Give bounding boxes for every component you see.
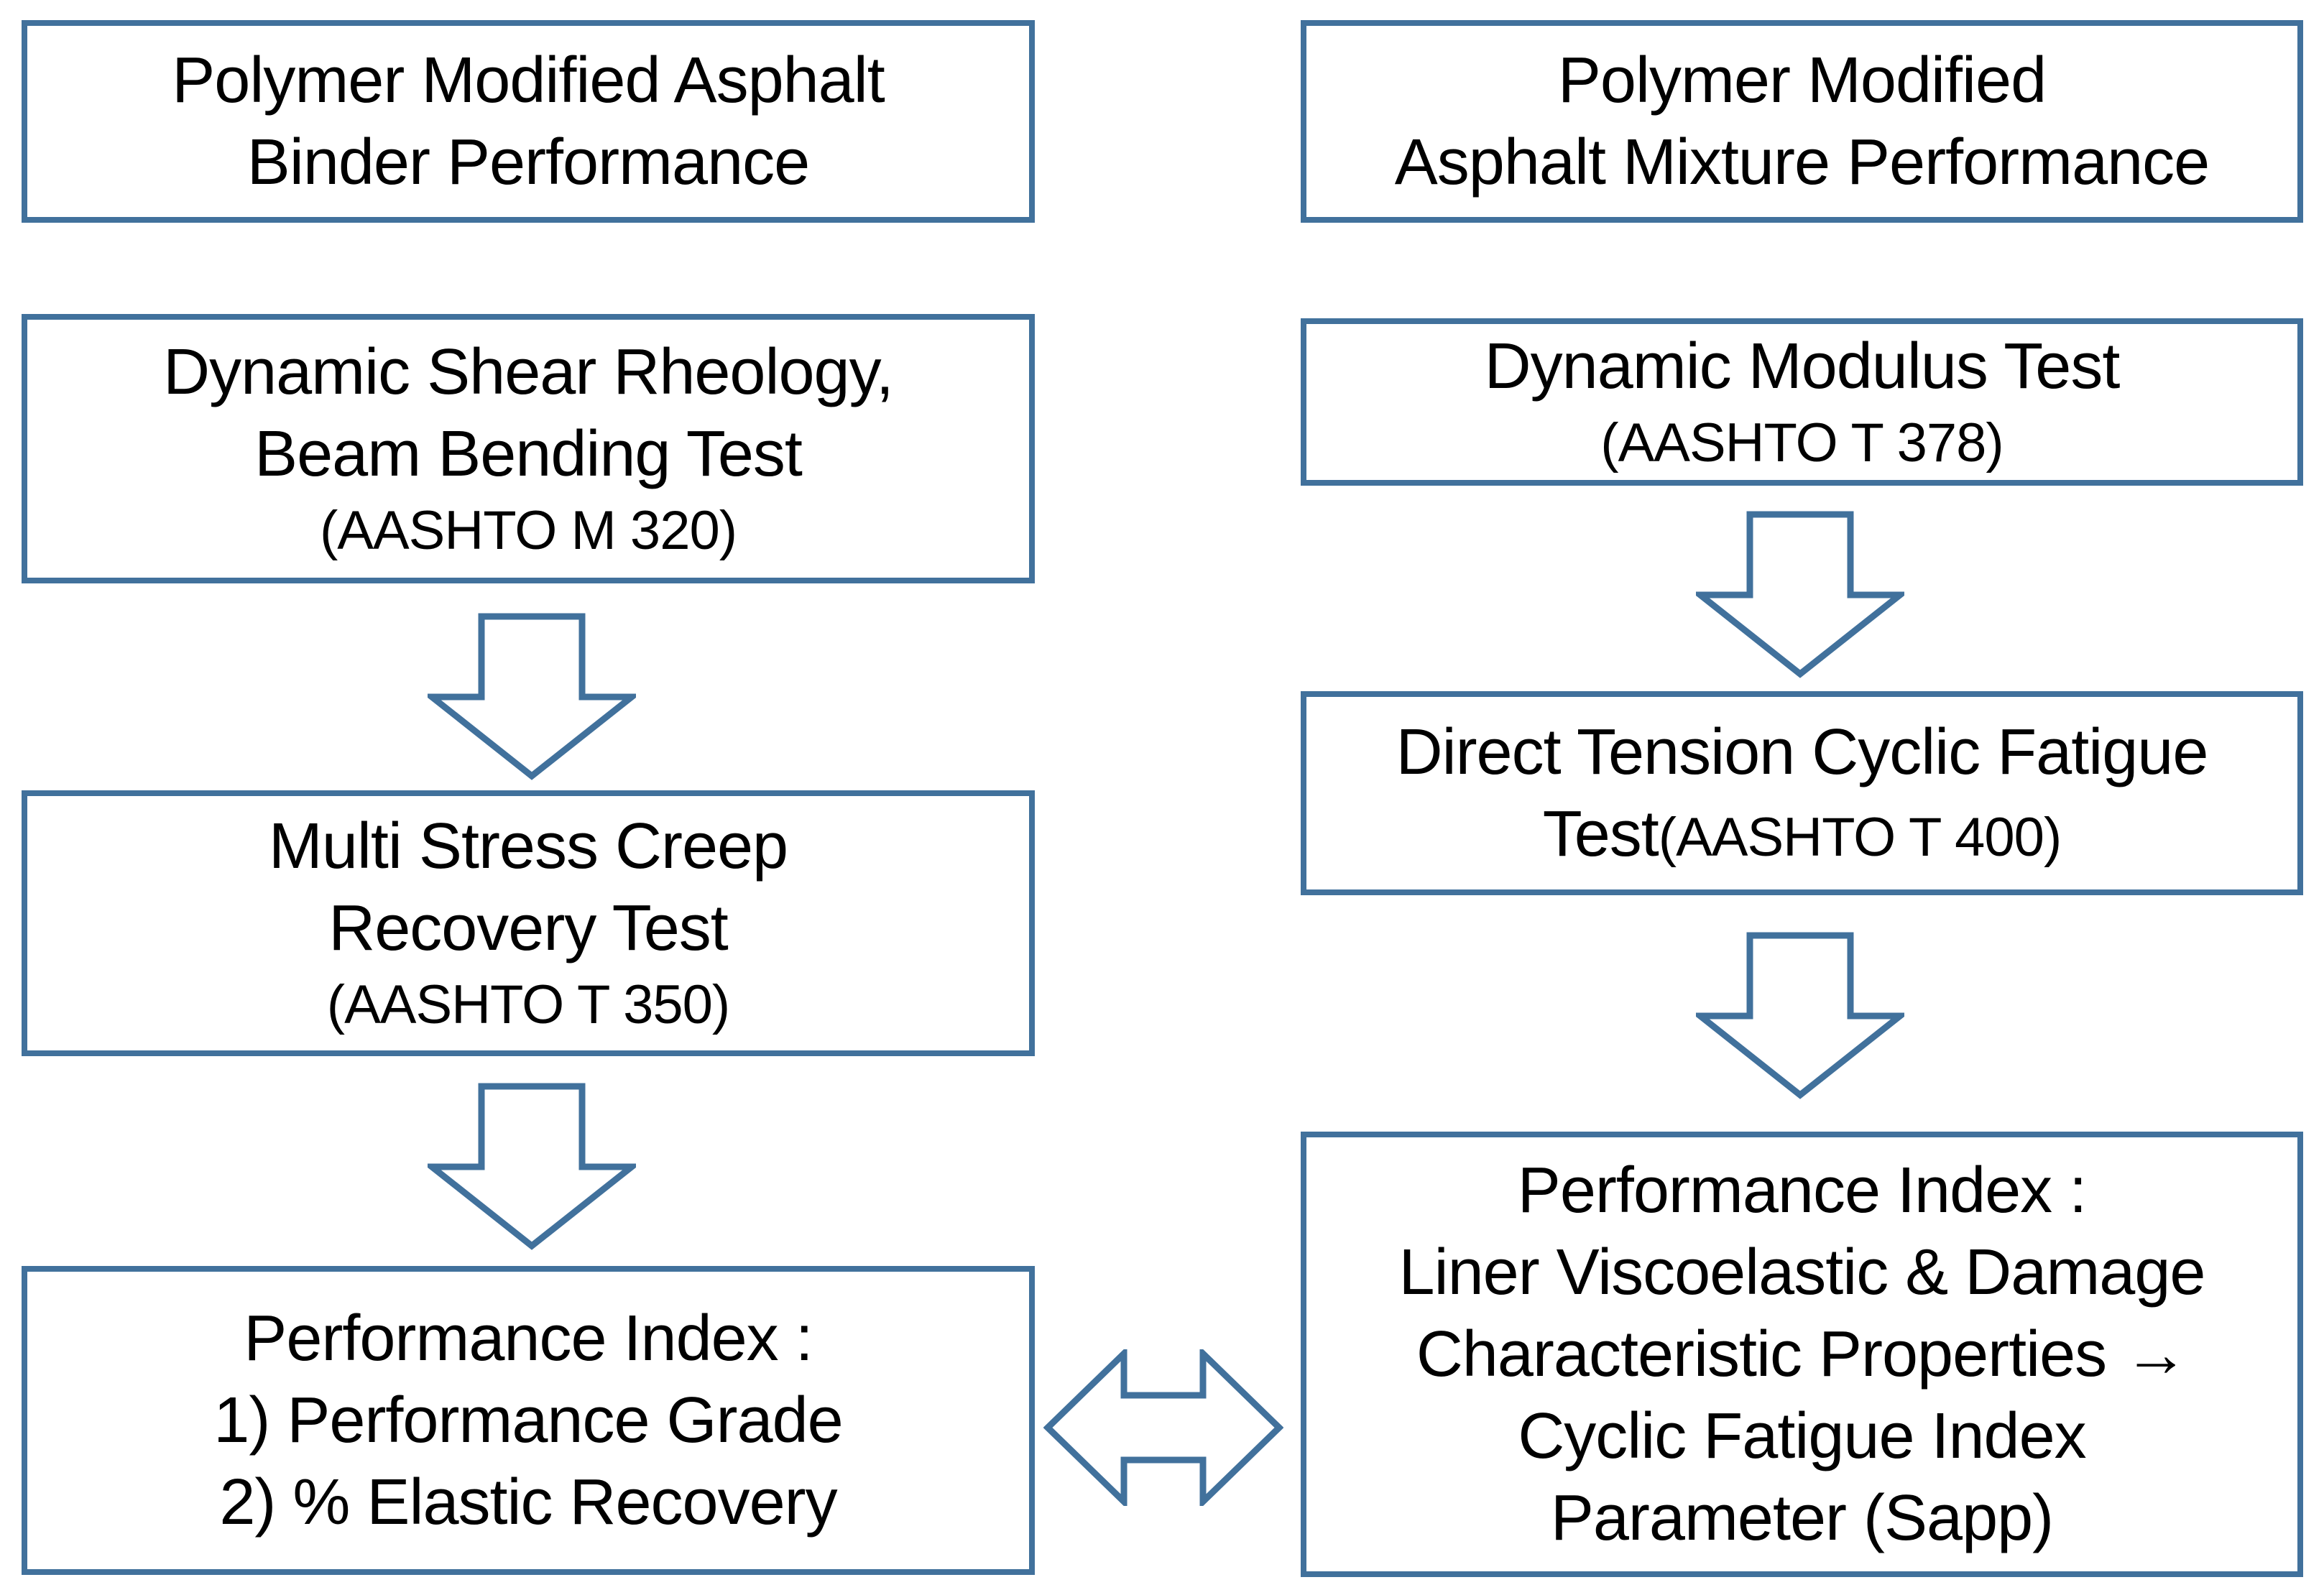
box-text-line: Asphalt Mixture Performance [1394,126,2210,198]
box-text-line: Recovery Test [328,892,729,964]
down-arrow-icon [428,1082,636,1250]
box-text-line: 2) % Elastic Recovery [219,1466,837,1538]
box-text-line: Polymer Modified Asphalt [172,45,885,116]
down-arrow-icon [1696,510,1904,678]
box-text-standard-ref: (AASHTO T 400) [1658,807,2062,868]
box-direct-tension-cyclic-fatigue: Direct Tension Cyclic Fatigue Test (AASH… [1301,691,2303,895]
box-text-line: 1) Performance Grade [213,1385,843,1456]
box-text-standard-ref: (AASHTO M 320) [319,499,737,561]
box-text-line: Test (AASHTO T 400) [1543,793,2062,875]
box-text-standard-ref: (AASHTO T 378) [1600,412,2003,473]
down-arrow-icon [428,612,636,780]
box-text-line: Multi Stress Creep [268,810,788,882]
down-arrow-icon [1696,931,1904,1099]
box-dynamic-modulus-test: Dynamic Modulus Test (AASHTO T 378) [1301,318,2303,486]
box-text-line: Cyclic Fatigue Index [1518,1400,2086,1472]
box-text-line: Performance Index : [244,1303,813,1374]
box-text-line: Direct Tension Cyclic Fatigue [1396,716,2209,788]
box-dynamic-shear-rheology: Dynamic Shear Rheology, Beam Bending Tes… [22,314,1035,583]
box-multi-stress-creep: Multi Stress Creep Recovery Test (AASHTO… [22,790,1035,1056]
box-text-line: Beam Bending Test [254,417,803,490]
box-binder-performance-index: Performance Index : 1) Performance Grade… [22,1266,1035,1575]
box-text-line: Performance Index : [1517,1155,2087,1226]
box-text-line: Characteristic Properties → [1416,1318,2188,1390]
box-text-line: Dynamic Modulus Test [1484,330,2121,402]
double-arrow-icon [1043,1349,1283,1506]
box-binder-performance: Polymer Modified Asphalt Binder Performa… [22,20,1035,223]
box-text-line: Binder Performance [246,126,810,198]
box-text-line: Dynamic Shear Rheology, [163,336,894,408]
box-text-line: Parameter (Sapp) [1550,1482,2054,1554]
box-text-line-large: Test [1542,798,1659,870]
box-text-line: Liner Viscoelastic & Damage [1398,1237,2206,1308]
box-text-line: Polymer Modified [1557,45,2047,116]
box-mixture-performance-index: Performance Index : Liner Viscoelastic &… [1301,1132,2303,1577]
box-mixture-performance: Polymer Modified Asphalt Mixture Perform… [1301,20,2303,223]
box-text-standard-ref: (AASHTO T 350) [326,974,730,1035]
